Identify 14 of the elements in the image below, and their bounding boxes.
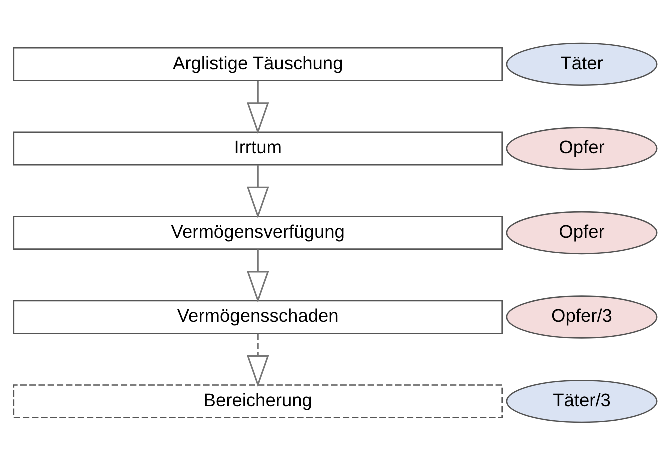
node-box: Arglistige Täuschung [13,46,503,81]
arrow [246,333,270,387]
node-ellipse: Opfer [506,210,658,254]
node-box: Bereicherung [13,384,503,418]
node-ellipse: Opfer/3 [506,295,658,338]
node-box: Vermögensschaden [13,300,503,334]
node-ellipse: Täter/3 [506,379,658,423]
arrow [246,164,270,218]
arrow [246,249,270,303]
node-ellipse: Täter [506,42,658,86]
node-ellipse: Opfer [506,126,658,170]
node-box: Irrtum [13,131,503,166]
arrow [246,80,270,134]
node-box: Vermögensverfügung [13,216,503,250]
